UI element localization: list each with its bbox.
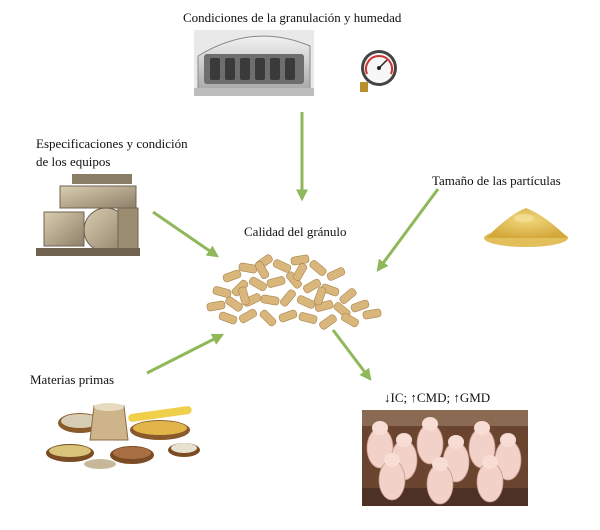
label-outcome: ↓IC; ↑CMD; ↑GMD — [384, 390, 491, 405]
label-conditions: Condiciones de la granulación y humedad — [183, 10, 402, 25]
label-equipment-line2: de los equipos — [36, 154, 111, 169]
arrow-particles-to-quality — [376, 188, 440, 272]
arrow-quality-to-outcome — [331, 329, 372, 381]
gauge-icon — [360, 50, 397, 92]
pellet-mill-photo — [36, 174, 140, 256]
label-equipment-line1: Especificaciones y condición — [36, 136, 188, 151]
conditioner-machine-photo — [194, 30, 314, 96]
label-particle-size: Tamaño de las partículas — [432, 173, 561, 188]
pig-pen-photo — [362, 410, 528, 506]
arrow-raw-materials-to-quality — [146, 333, 225, 375]
arrow-equipment-to-quality — [152, 210, 219, 258]
grain-bowls-photo — [40, 403, 204, 469]
pellet-pile — [206, 254, 382, 330]
ground-meal-pile — [484, 208, 568, 247]
label-pellet-quality: Calidad del gránulo — [244, 224, 347, 239]
label-raw-materials: Materias primas — [30, 372, 115, 387]
